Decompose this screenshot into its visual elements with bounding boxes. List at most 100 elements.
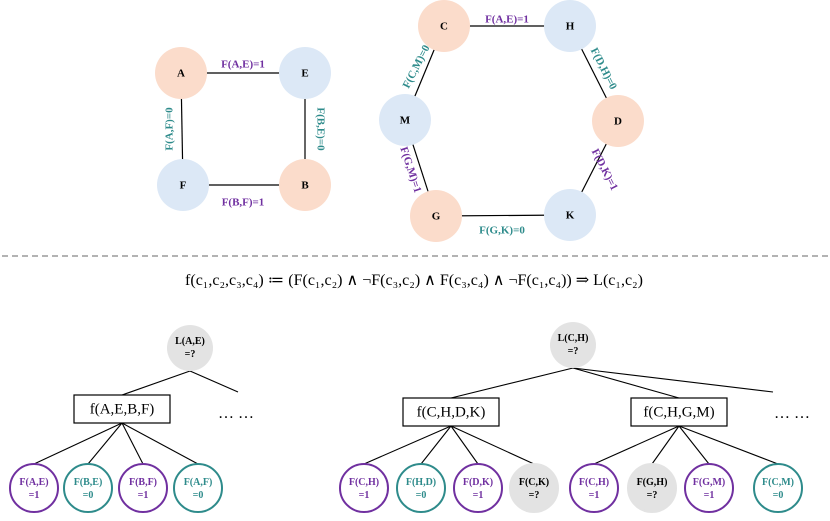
- leaf-node: [396, 463, 446, 513]
- leaf-label: F(G,H): [637, 477, 668, 488]
- leaf-value: =0: [193, 490, 204, 501]
- leaf-value: =1: [29, 490, 40, 501]
- leaf-value: =0: [83, 490, 94, 501]
- leaf-label: F(A,E): [19, 477, 48, 488]
- graph1-node-A: [155, 47, 207, 99]
- leaf-label: F(D,K): [463, 477, 493, 488]
- leaf-value: =?: [529, 490, 540, 501]
- leaf-node: [63, 463, 113, 513]
- graph1-edge-label: F(B,F)=1: [222, 197, 265, 209]
- tree2-leaf-branch: [420, 425, 452, 465]
- leaf-value: =1: [589, 490, 600, 501]
- leaf-node: [173, 463, 223, 513]
- graph2-node-label: D: [614, 116, 622, 128]
- leaf-label: F(H,D): [406, 477, 436, 488]
- graph2-edge-label: F(A,E)=1: [485, 14, 529, 26]
- graph2-node-label: H: [566, 21, 575, 33]
- leaf-value: =1: [359, 490, 370, 501]
- graph1-node-B: [279, 159, 331, 211]
- inference-tree-2: L(C,H) =? f(C,H,D,K) f(C,H,G,M) … … F(C,H) =1 F…: [339, 322, 810, 513]
- tree1-branch: [121, 370, 191, 396]
- tree2-leaf-branch: [593, 425, 680, 465]
- tree2-root-label: L(C,H): [558, 333, 589, 344]
- leaf-value: =0: [416, 490, 427, 501]
- graph2-node-label: C: [440, 21, 448, 33]
- leaf-label: F(C,H): [349, 477, 379, 488]
- leaf-value: =1: [473, 490, 484, 501]
- leaf-node: [627, 463, 677, 513]
- tree1-rule-box: [73, 394, 171, 424]
- tree2-ellipsis: … …: [774, 405, 810, 422]
- tree1-leaf-branch: [121, 422, 144, 465]
- tree1-root: [167, 325, 213, 371]
- tree1-root-value: =?: [185, 349, 196, 360]
- leaf-label: F(B,E): [74, 477, 103, 488]
- graph1-edge-label: F(A,F)=0: [164, 107, 176, 151]
- graph1-edge-label: F(A,E)=1: [221, 59, 265, 71]
- inference-tree-1: L(A,E) =? f(A,E,B,F) … … F(A,E) =1 F(B,E) =0 F(B…: [9, 325, 254, 513]
- graph1-node-label: E: [301, 68, 308, 80]
- leaf-label: F(G,M): [693, 477, 726, 488]
- graph2-node-D: [592, 95, 644, 147]
- graph2-edge-label: F(G,K)=0: [479, 225, 525, 237]
- leaf-node: [118, 463, 168, 513]
- tree2-leaf-branch: [450, 425, 535, 465]
- graph2-node-label: G: [432, 211, 441, 223]
- leaf-value: =?: [647, 490, 658, 501]
- leaf-value: =1: [704, 490, 715, 501]
- tree2-rule-box-1-label: f(C,H,D,K): [417, 404, 486, 420]
- leaf-node: [9, 463, 59, 513]
- leaf-label: F(B,F): [129, 477, 157, 488]
- leaf-node: [684, 463, 734, 513]
- tree2-leaf-branch: [678, 425, 779, 465]
- tree2-leaf-branch: [450, 425, 479, 465]
- tree1-leaf-branch: [87, 422, 123, 465]
- tree2-rule-box-2-label: f(C,H,G,M): [643, 404, 714, 420]
- leaf-label: F(C,K): [519, 477, 549, 488]
- tree2-leaf-branch: [363, 425, 452, 465]
- leaf-label: F(A,F): [184, 477, 213, 488]
- leaf-label: F(C,M): [762, 477, 794, 488]
- graph2-edge-label: F(D,H)=0: [588, 46, 619, 92]
- leaf-node: [509, 463, 559, 513]
- leaf-node: [753, 463, 803, 513]
- graph1-nodes: A E F B: [155, 47, 331, 211]
- leaf-node: [569, 463, 619, 513]
- graph2-node-C: [418, 0, 470, 52]
- tree2-branch: [572, 367, 774, 393]
- tree1-branch: [189, 370, 239, 393]
- graph1-node-label: A: [177, 68, 185, 80]
- leaf-node: [339, 463, 389, 513]
- graph2-nodes: C H D K G M: [379, 0, 644, 242]
- tree2-branch: [572, 367, 680, 399]
- graph2-node-H: [544, 0, 596, 52]
- graph2-node-M: [379, 94, 431, 146]
- tree2-branch: [450, 367, 574, 399]
- graph1-node-E: [279, 47, 331, 99]
- tree1-ellipsis: … …: [218, 405, 254, 422]
- tree2-root: [550, 322, 596, 368]
- leaf-value: =0: [773, 490, 784, 501]
- tree1-rule-box-label: f(A,E,B,F): [90, 401, 155, 417]
- graph2-edge-label: F(G,M)=1: [397, 145, 423, 194]
- leaf-label: F(C,H): [579, 477, 609, 488]
- graph2-node-label: M: [400, 115, 411, 127]
- graph2-node-K: [544, 189, 596, 241]
- graph1-node-F: [157, 159, 209, 211]
- graph2-node-G: [410, 190, 462, 242]
- tree2-leaf-branch: [678, 425, 710, 465]
- graph1-edge-label: F(B,E)=0: [314, 107, 326, 151]
- tree1-leaf-branch: [33, 422, 123, 465]
- graph2-node-label: K: [566, 210, 575, 222]
- tree1-leaf-branch: [121, 422, 199, 465]
- tree2-root-value: =?: [568, 346, 579, 357]
- leaf-node: [453, 463, 503, 513]
- leaf-value: =1: [138, 490, 149, 501]
- graph2-edge-label: F(C,M)=0: [401, 43, 433, 91]
- graph1-node-label: B: [301, 180, 309, 192]
- rule-formula: f(c₁,c₂,c₃,c₄) ≔ (F(c₁,c₂) ∧ ¬F(c₃,c₂) ∧…: [185, 272, 643, 289]
- tree1-root-label: L(A,E): [175, 336, 205, 347]
- tree2-leaf-branch: [651, 425, 680, 465]
- graph1-node-label: F: [180, 180, 187, 192]
